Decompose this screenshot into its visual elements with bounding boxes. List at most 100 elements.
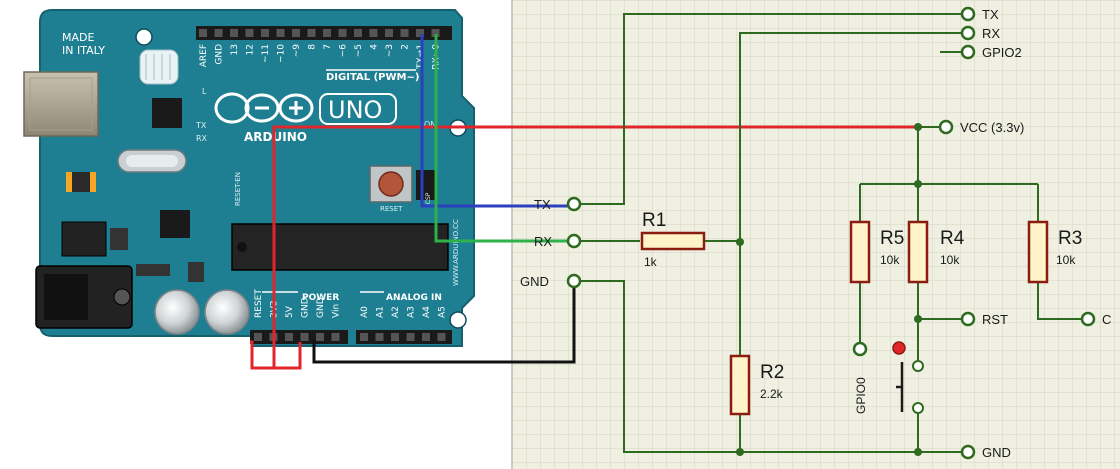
label-tx: TX (982, 7, 999, 22)
r3-value: 10k (1056, 253, 1076, 267)
made-in-italy-label: IN ITALY (62, 44, 105, 57)
header-pin (261, 29, 269, 37)
header-pin (360, 333, 368, 341)
label-vcc: VCC (3.3v) (960, 120, 1024, 135)
label-left-gnd: GND (520, 274, 549, 289)
schematic-nets (580, 13, 1082, 453)
terminal-gpio2 (960, 44, 976, 60)
pin-label: A5 (438, 306, 448, 318)
model-label: UNO (328, 96, 382, 124)
resistor-r4 (907, 220, 929, 284)
wire-tx-blue (420, 34, 572, 208)
header-pin (323, 29, 331, 37)
pin-label: RESET (254, 289, 264, 318)
pin-label: A1 (376, 306, 386, 318)
terminal-ch (1080, 311, 1096, 327)
switch-state-indicator (892, 341, 906, 355)
rx-led-label: RX (196, 134, 208, 143)
pin-label: 4 (370, 44, 380, 50)
terminal-rst (960, 311, 976, 327)
pin-label: 12 (246, 44, 256, 55)
pin-label: ~11 (261, 44, 271, 63)
connection-wires (250, 34, 918, 370)
header-pin (276, 29, 285, 37)
tx-led-label: TX (195, 121, 207, 130)
pin-label: A3 (407, 306, 417, 318)
header-pin (199, 29, 207, 37)
url-label: WWW.ARDUINO.CC (452, 219, 460, 286)
terminal-left-tx (566, 196, 582, 212)
r5-name: R5 (880, 228, 904, 249)
header-pin (230, 29, 238, 37)
r4-name: R4 (940, 228, 965, 249)
wire-gnd-black (312, 282, 576, 364)
uno-badge (319, 93, 397, 125)
header-pin (422, 333, 430, 341)
pin-label: 2 (401, 44, 411, 50)
header-pin (400, 29, 409, 37)
label-rx: RX (982, 26, 1000, 41)
pin-label: GND (215, 44, 225, 65)
schematic-labels: TX RX GPIO2 VCC (3.3v) RST C GND TX RX G… (520, 7, 1111, 460)
pin-label: 5V (285, 305, 295, 318)
header-pin (338, 29, 347, 37)
pin-label: ~10 (277, 44, 287, 63)
pin-label: ~3 (385, 44, 395, 57)
terminal-left-gnd (566, 273, 582, 289)
pin-label: Vin (332, 304, 342, 318)
terminal-gnd (960, 444, 976, 460)
header-pin (245, 29, 254, 37)
pin-label: ~6 (339, 44, 349, 58)
r1-value: 1k (644, 255, 658, 269)
atmega-chip (231, 223, 449, 271)
header-pin (254, 333, 262, 341)
on-led-label: ON (424, 120, 436, 129)
schematic-grid (512, 0, 1120, 469)
wire-3v3-red (272, 125, 918, 336)
label-left-tx: TX (534, 197, 551, 212)
push-button-switch (892, 341, 924, 414)
r5-value: 10k (880, 253, 900, 267)
pin-label: ~9 (292, 44, 302, 58)
pin-label: GND (301, 297, 311, 318)
header-pin (214, 29, 223, 37)
resistor-r1 (640, 231, 706, 251)
header-pin (369, 29, 378, 37)
pin-label: A4 (422, 306, 432, 318)
reset-en-label: RESET-EN (234, 172, 242, 206)
resistor-r2 (729, 354, 751, 416)
header-pin (292, 29, 300, 37)
header-pin (431, 29, 440, 37)
header-pin (385, 29, 393, 37)
terminal-rx (960, 25, 976, 41)
usb-connector (23, 71, 99, 137)
pin-label: 7 (323, 44, 333, 50)
header-pin (437, 333, 446, 341)
analog-label: ANALOG IN (386, 293, 442, 303)
terminal-vcc (938, 119, 954, 135)
power-label: POWER (302, 293, 339, 303)
icsp-label: ICSP (425, 192, 432, 206)
r3-name: R3 (1058, 228, 1082, 249)
header-pin (300, 333, 309, 341)
pin-label: ~5 (354, 44, 364, 57)
resistor-r3 (1027, 220, 1049, 284)
header-pin (406, 333, 415, 341)
regulator (61, 221, 107, 257)
mounting-hole (135, 28, 153, 46)
l-led-label: L (202, 87, 207, 96)
label-gnd: GND (982, 445, 1011, 460)
header-pin (391, 333, 399, 341)
resistor-r5 (849, 220, 871, 284)
label-gpio2: GPIO2 (982, 45, 1022, 60)
label-ch: C (1102, 312, 1111, 327)
header-pin (307, 29, 316, 37)
header-pin (416, 29, 424, 37)
junction-dots (736, 123, 922, 456)
capacitor (204, 289, 250, 335)
label-rst: RST (982, 312, 1008, 327)
r4-value: 10k (940, 253, 960, 267)
label-gpio0: GPIO0 (854, 377, 868, 414)
